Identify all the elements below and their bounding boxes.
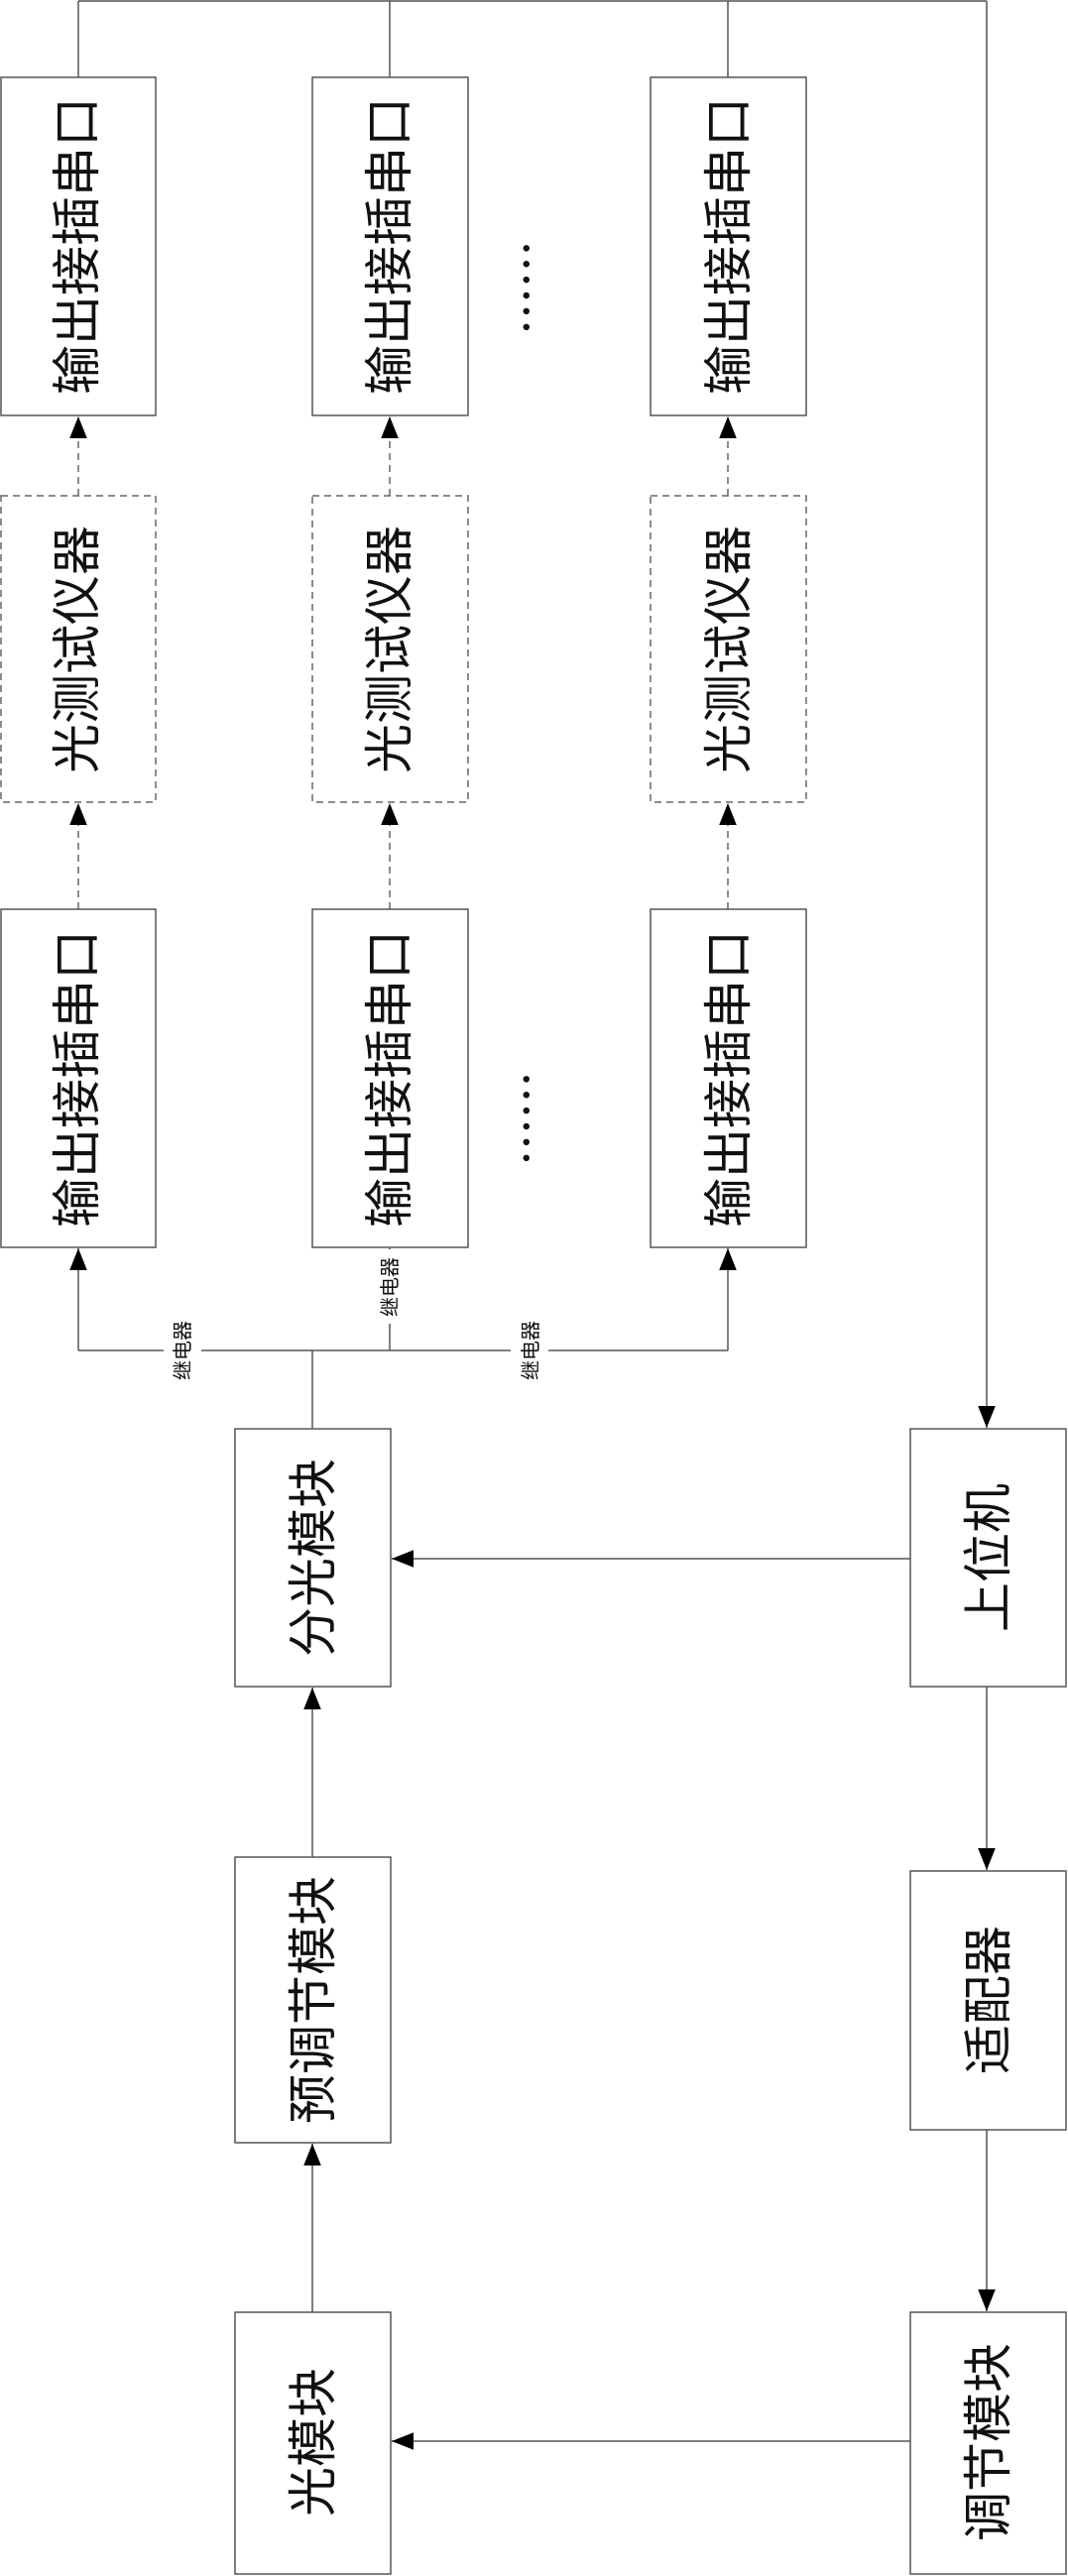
adjust-module-label: 调节模块 <box>960 2343 1017 2541</box>
optical-tester-label: 光测试仪器 <box>700 526 758 773</box>
adjust-module: 调节模块 <box>910 2312 1066 2574</box>
output-port-top-2: 输出接插串口 <box>312 77 468 415</box>
optical-tester-label: 光测试仪器 <box>361 526 418 773</box>
top-bus-line <box>78 1 987 1428</box>
host-computer-label: 上位机 <box>960 1483 1017 1632</box>
relay-label-2: 继电器 <box>378 1257 402 1317</box>
output-port-label: 输出接插串口 <box>361 97 418 395</box>
output-port-label: 输出接插串口 <box>700 97 758 395</box>
output-port-top-3: 输出接插串口 <box>651 77 806 415</box>
output-port-mid-2: 输出接插串口 <box>312 909 468 1247</box>
output-port-mid-1: 输出接插串口 <box>1 909 156 1247</box>
pre-adjust-module: 预调节模块 <box>235 1857 391 2143</box>
optical-tester-label: 光测试仪器 <box>49 526 106 773</box>
splitter-module: 分光模块 <box>235 1429 391 1687</box>
pre-adjust-module-label: 预调节模块 <box>285 1876 342 2124</box>
output-port-label: 输出接插串口 <box>49 97 106 395</box>
ellipsis-top: ······ <box>498 240 555 334</box>
output-port-label: 输出接插串口 <box>361 930 418 1228</box>
relay-label-1: 继电器 <box>171 1321 194 1380</box>
optical-tester-3: 光测试仪器 <box>651 496 806 802</box>
host-computer: 上位机 <box>910 1429 1066 1687</box>
splitter-module-label: 分光模块 <box>285 1459 342 1657</box>
output-port-label: 输出接插串口 <box>700 930 758 1228</box>
optical-module-label: 光模块 <box>285 2368 342 2517</box>
optical-module: 光模块 <box>235 2312 391 2574</box>
adapter-label: 适配器 <box>960 1926 1017 2074</box>
adapter: 适配器 <box>910 1871 1066 2130</box>
relay-label-3: 继电器 <box>519 1321 542 1380</box>
optical-tester-2: 光测试仪器 <box>312 496 468 802</box>
optical-tester-1: 光测试仪器 <box>1 496 156 802</box>
output-port-label: 输出接插串口 <box>49 930 106 1228</box>
output-port-top-1: 输出接插串口 <box>1 77 156 415</box>
output-port-mid-3: 输出接插串口 <box>651 909 806 1247</box>
ellipsis-mid: ······ <box>498 1071 555 1165</box>
